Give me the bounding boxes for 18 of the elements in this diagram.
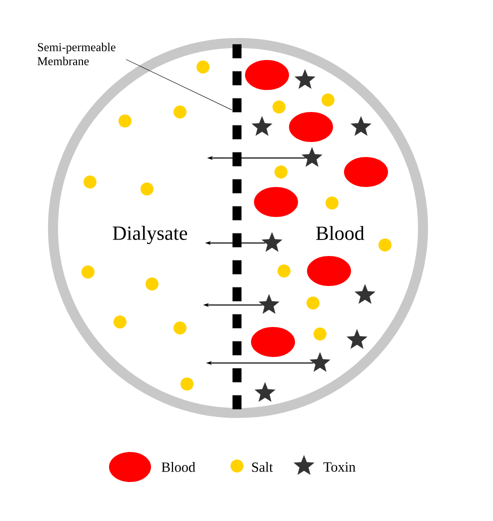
toxin-star [254,382,276,402]
region-label: Blood [314,224,366,242]
toxin-star [294,69,316,89]
toxin-star [346,329,368,349]
toxin-star [252,116,272,136]
membrane [232,44,242,412]
region-label: Dialysate [111,224,189,246]
legend-label: Salt [252,462,273,472]
label-text: Semi-permeable Membrane [38,42,116,66]
legend-label: Blood [162,462,196,472]
toxin-star [354,284,376,304]
toxin-star [310,352,330,372]
toxin-star [258,294,280,314]
toxin-star [302,147,322,167]
leader-line [126,59,232,110]
toxin-star [262,232,282,252]
toxin-star [350,116,372,136]
legend-label: Toxin [323,462,356,472]
